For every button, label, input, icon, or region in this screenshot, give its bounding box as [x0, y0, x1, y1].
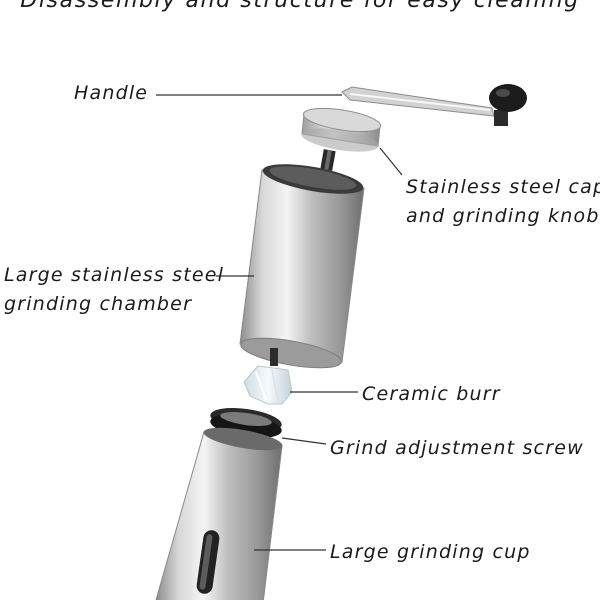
diagram-title: Disassembly and structure for easy clean…: [20, 0, 580, 13]
handle-arm: [341, 86, 495, 117]
label-chamber-line2: grinding chamber: [4, 293, 193, 315]
label-handle: Handle: [74, 82, 149, 104]
leader-screw: [281, 437, 327, 445]
label-chamber-line1: Large stainless steel: [4, 264, 225, 286]
label-cap-line2: and grinding knob: [406, 205, 600, 227]
drive-shaft: [320, 149, 336, 171]
label-burr: Ceramic burr: [362, 383, 501, 405]
label-cup: Large grinding cup: [330, 541, 531, 563]
label-cap-line1: Stainless steel cap: [406, 176, 600, 198]
grinding-chamber: [239, 164, 365, 369]
ceramic-burr: [243, 365, 293, 405]
leader-cap: [379, 147, 403, 176]
handle-knob: [489, 84, 527, 126]
leader-lines: [156, 94, 403, 551]
grinding-cup: [155, 427, 283, 600]
steel-cap: [301, 107, 382, 152]
burr-shaft: [270, 348, 278, 366]
label-screw: Grind adjustment screw: [330, 437, 584, 459]
